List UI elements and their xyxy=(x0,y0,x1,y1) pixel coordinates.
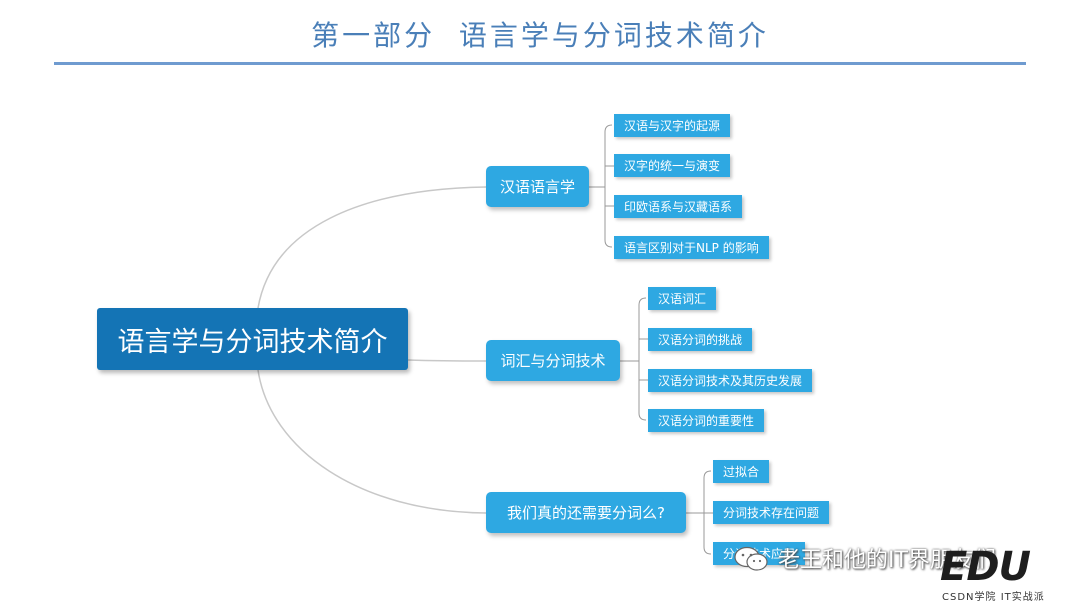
connector-b2-bracket xyxy=(638,297,647,421)
title-divider xyxy=(54,62,1026,65)
branch-node-1: 汉语语言学 xyxy=(486,166,589,207)
leaf-node: 印欧语系与汉藏语系 xyxy=(614,195,743,218)
leaf-node: 汉语与汉字的起源 xyxy=(614,114,731,137)
page-title: 第一部分 语言学与分词技术简介 xyxy=(311,19,769,52)
leaf-node: 过拟合 xyxy=(713,460,770,483)
watermark-text: 老王和他的IT界朋友们 xyxy=(778,548,996,573)
wechat-icon xyxy=(734,546,768,571)
leaf-node: 汉语分词的挑战 xyxy=(648,328,753,351)
leaf-node: 汉字的统一与演变 xyxy=(614,154,731,177)
connector-root-branch-3 xyxy=(257,369,487,514)
connector-root-branch-1 xyxy=(257,186,487,309)
watermark: 老王和他的IT界朋友们 EDU CSDN学院 IT实战派 xyxy=(732,542,1080,608)
edu-logo: EDU xyxy=(940,544,1031,590)
branch-node-2: 词汇与分词技术 xyxy=(486,340,620,381)
edu-logo-subtitle: CSDN学院 IT实战派 xyxy=(942,592,1045,603)
connector-root-branch-2 xyxy=(407,359,487,362)
leaf-node: 汉语分词技术及其历史发展 xyxy=(648,369,813,392)
leaf-node: 分词技术存在问题 xyxy=(713,501,830,524)
leaf-node: 汉语分词的重要性 xyxy=(648,409,765,432)
leaf-node: 汉语词汇 xyxy=(648,287,717,310)
leaf-node: 语言区别对于NLP 的影响 xyxy=(614,236,769,259)
root-node: 语言学与分词技术简介 xyxy=(97,308,408,370)
connector-b1-bracket xyxy=(604,124,613,248)
branch-node-3: 我们真的还需要分词么? xyxy=(486,492,686,533)
